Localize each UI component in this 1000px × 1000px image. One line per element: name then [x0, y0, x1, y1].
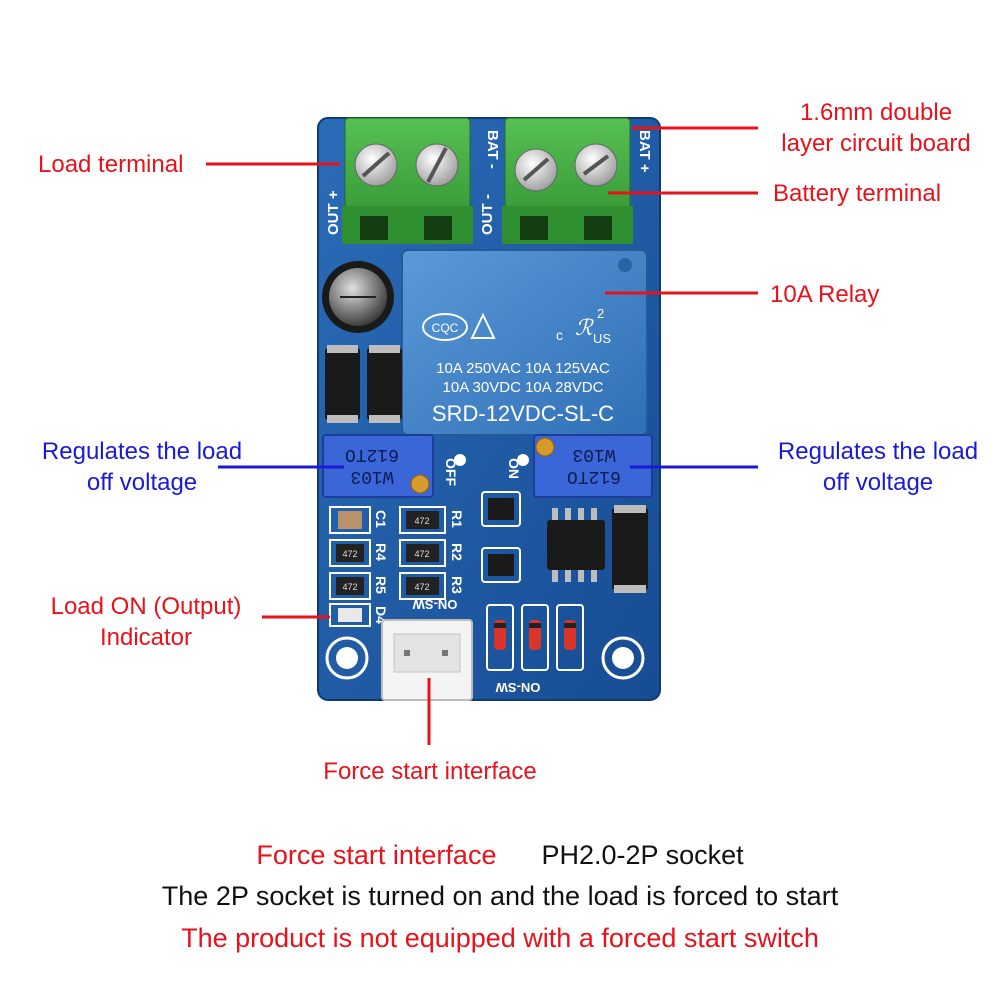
indicator-label: Load ON (Output) Indicator: [26, 591, 266, 653]
silk-ms-on-bottom: ON-SW: [495, 680, 541, 695]
relay-label: 10A Relay: [770, 281, 880, 308]
silk-ms-on-top: ON-SW: [412, 597, 458, 612]
relay-model: SRD-12VDC-SL-C: [432, 401, 614, 426]
svg-text:W103: W103: [350, 466, 393, 486]
callout-lines: [206, 126, 758, 745]
diode-2: [521, 604, 549, 671]
caption-line-1: Force start interface PH2.0-2P socket: [0, 840, 1000, 871]
silk-out-plus: OUT +: [325, 190, 342, 235]
svg-text:612TO: 612TO: [345, 444, 399, 464]
caption-line-2: The 2P socket is turned on and the load …: [161, 881, 839, 911]
left-regulator-line2: off voltage: [86, 469, 198, 496]
relay-c-mark: c: [556, 327, 563, 343]
relay-ul-mark: ℛ: [575, 315, 594, 340]
smd-c1: [329, 506, 371, 534]
led-d4: [329, 603, 371, 627]
transistor-q1: [481, 491, 521, 527]
left-regulator-line1: Regulates the load: [41, 438, 243, 465]
silk-off: OFF: [443, 458, 459, 486]
adjust-screw-icon: [410, 474, 430, 494]
relay-2-mark: 2: [597, 306, 604, 321]
svg-text:472: 472: [414, 582, 429, 592]
smd-r3: 472: [399, 572, 446, 600]
load-terminal-label: Load terminal: [38, 151, 184, 178]
svg-text:472: 472: [342, 582, 357, 592]
left-regulator-label: Regulates the load off voltage: [22, 436, 262, 498]
mounting-hole-right: [601, 636, 645, 680]
battery-terminal-block: [502, 117, 633, 244]
svg-text:472: 472: [414, 549, 429, 559]
indicator-line1: Load ON (Output): [50, 593, 242, 620]
transistor-q2: [481, 547, 521, 583]
board-thickness-label: 1.6mm double layer circuit board: [760, 97, 992, 159]
relay-rating-2: 10A 30VDC 10A 28VDC: [443, 379, 604, 396]
svg-text:R5: R5: [373, 576, 389, 594]
adjust-screw-icon: [535, 437, 555, 457]
svg-text:R3: R3: [449, 576, 465, 594]
silk-bat-minus: BAT -: [484, 130, 501, 169]
right-regulator-line1: Regulates the load: [777, 438, 979, 465]
svg-text:C1: C1: [373, 510, 389, 528]
smd-r4: 472: [329, 539, 371, 567]
caption-force-start: Force start interface: [256, 840, 497, 870]
smd-r2: 472: [399, 539, 446, 567]
relay-rating-1: 10A 250VAC 10A 125VAC: [436, 360, 610, 377]
load-terminal-block: [342, 117, 473, 244]
caption-socket-type: PH2.0-2P socket: [541, 840, 744, 870]
silk-out-minus: OUT -: [479, 194, 496, 235]
smd-r5: 472: [329, 572, 371, 600]
left-potentiometer: 612TO W103: [322, 434, 434, 498]
right-potentiometer: W103 612TO: [533, 434, 653, 498]
svg-text:612TO: 612TO: [567, 466, 621, 486]
ph2-socket: [381, 619, 473, 701]
relay: CQC c ℛ US 2 10A 250VAC 10A 125VAC 10A 3…: [401, 249, 648, 436]
smd-diode: [325, 348, 360, 420]
right-regulator-line2: off voltage: [822, 469, 934, 496]
mounting-hole-left: [325, 636, 369, 680]
smd-diode-right: [612, 505, 648, 593]
svg-text:R4: R4: [373, 543, 389, 561]
board-thickness-line1: 1.6mm double: [799, 99, 953, 126]
electrolytic-capacitor: [322, 261, 394, 333]
diode-3: [556, 604, 584, 671]
ic-chip: [547, 508, 605, 582]
relay-us-mark: US: [593, 331, 611, 346]
silk-bat-plus: BAT +: [636, 130, 653, 173]
svg-text:W103: W103: [572, 444, 615, 464]
svg-text:472: 472: [342, 549, 357, 559]
indicator-line2: Indicator: [99, 624, 193, 651]
caption-line-3: The product is not equipped with a force…: [181, 923, 819, 953]
force-start-label: Force start interface: [323, 758, 537, 785]
smd-diode: [367, 348, 402, 420]
svg-text:R2: R2: [449, 543, 465, 561]
diode-1: [486, 604, 514, 671]
relay-cqc-mark: CQC: [432, 321, 459, 335]
smd-r1: 472: [399, 506, 446, 534]
svg-text:472: 472: [414, 516, 429, 526]
board-thickness-line2: layer circuit board: [781, 130, 971, 157]
svg-text:R1: R1: [449, 510, 465, 528]
right-regulator-label: Regulates the load off voltage: [758, 436, 998, 498]
battery-terminal-label: Battery terminal: [773, 180, 942, 207]
